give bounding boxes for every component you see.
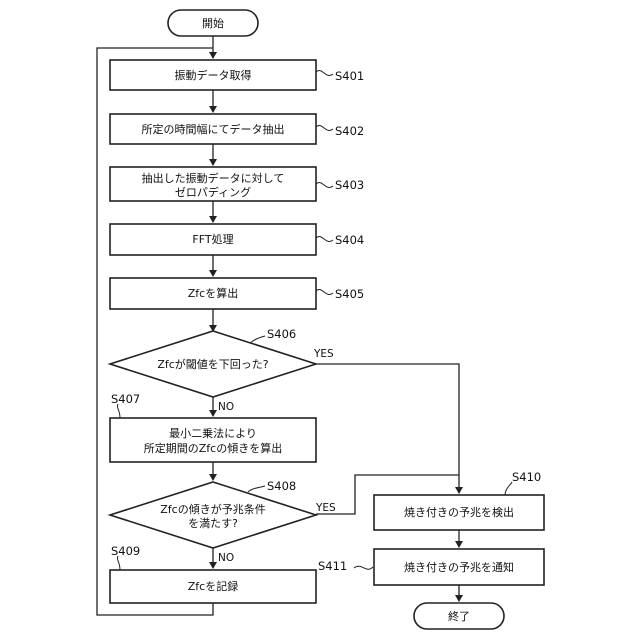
leader-s401 [316, 70, 333, 75]
s410-text: 焼き付きの予兆を検出 [404, 505, 514, 519]
s411-text: 焼き付きの予兆を通知 [404, 560, 514, 574]
s409-text: Zfcを記録 [188, 579, 238, 593]
leader-s404 [316, 236, 333, 241]
end-text: 終了 [448, 609, 470, 623]
step-label-s409: S409 [111, 544, 140, 558]
s401-text: 振動データ取得 [175, 68, 252, 82]
nodes [110, 10, 544, 629]
step-label-s403: S403 [335, 178, 364, 192]
step-label-s410: S410 [512, 470, 541, 484]
step-label-s405: S405 [335, 287, 364, 301]
branch-label-s408-yes: YES [315, 502, 336, 514]
s403-text-line2: ゼロパディング [175, 185, 251, 199]
leader-s407 [117, 404, 120, 418]
branch-label-s406-no: NO [218, 401, 234, 413]
step-label-s402: S402 [335, 124, 364, 138]
s406-text: Zfcが閾値を下回った? [157, 357, 268, 371]
start-text: 開始 [202, 16, 224, 30]
s403-text-line1: 抽出した振動データに対して [142, 171, 285, 185]
edge-s406-s410-yes [316, 364, 459, 493]
step-label-s407: S407 [111, 392, 140, 406]
s408-text-line1: Zfcの傾きが予兆条件 [160, 502, 265, 516]
leader-s410 [505, 482, 512, 496]
leader-s408 [248, 486, 265, 492]
leader-s405 [316, 289, 333, 294]
s407-text-line1: 最小二乗法により [169, 426, 257, 440]
s405-text: Zfcを算出 [188, 286, 238, 300]
step-label-s401: S401 [335, 69, 364, 83]
step-label-s408: S408 [267, 479, 296, 493]
leader-s411 [354, 566, 373, 569]
s404-text: FFT処理 [192, 233, 233, 246]
step-label-s406: S406 [267, 327, 296, 341]
s408-text-line2: を満たす? [188, 517, 238, 530]
leader-s409 [117, 556, 120, 570]
s407-text-line2: 所定期間のZfcの傾きを算出 [144, 441, 282, 455]
process-s407 [110, 418, 316, 462]
leader-s403 [316, 182, 333, 187]
leader-s402 [316, 125, 333, 130]
step-label-s404: S404 [335, 233, 364, 247]
s402-text: 所定の時間幅にてデータ抽出 [142, 122, 285, 136]
branch-label-s408-no: NO [218, 552, 234, 564]
step-label-s411: S411 [318, 559, 347, 573]
branch-label-s406-yes: YES [313, 348, 334, 360]
